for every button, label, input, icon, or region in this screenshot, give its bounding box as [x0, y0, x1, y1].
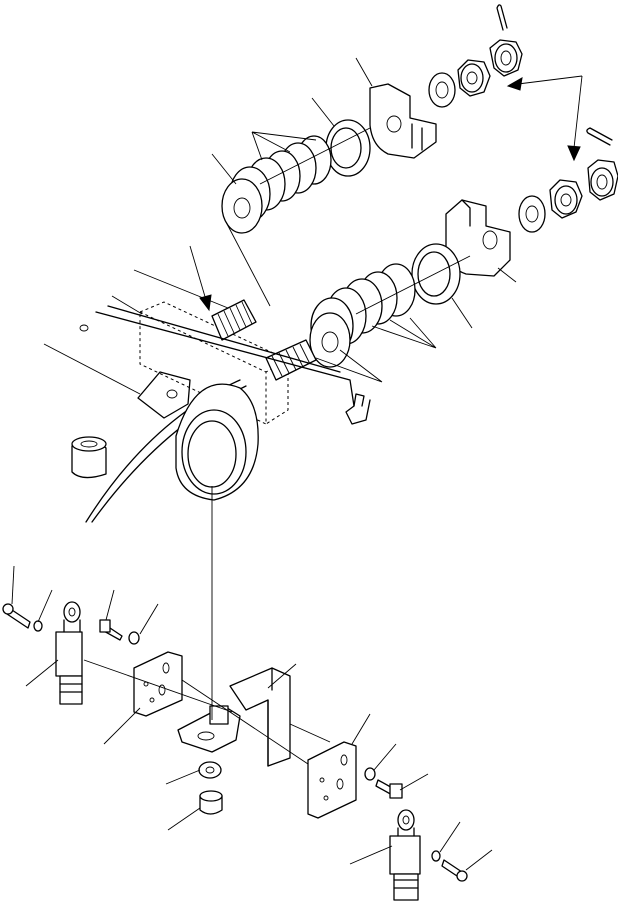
bracket-icon: [369, 83, 437, 159]
bottom-fasteners: [198, 761, 223, 815]
limit-switch-right: [307, 741, 468, 901]
leader-lines: [11, 57, 517, 871]
bushing-icon: [71, 436, 107, 479]
cotter-pin-icon: [586, 127, 613, 146]
washer-icon: [325, 119, 371, 177]
bracket-icon: [133, 651, 183, 717]
lower-spring-stack: [309, 127, 618, 368]
nut-icon: [587, 159, 618, 201]
bolt-icon: [375, 779, 403, 799]
washer-icon: [33, 620, 43, 632]
threaded-rod-icon: [211, 299, 257, 341]
spring-icon: [221, 135, 332, 234]
washer-icon: [411, 243, 461, 305]
washer-icon: [428, 72, 456, 108]
limit-switch-left: [2, 601, 183, 717]
bolt-icon: [99, 619, 123, 641]
bolt-icon: [441, 859, 468, 882]
nut-icon: [457, 59, 491, 97]
washer-icon: [198, 761, 222, 779]
washer-icon: [364, 767, 376, 781]
limit-switch-icon: [55, 601, 83, 705]
nut-icon: [489, 39, 523, 77]
upper-spring-stack: [221, 4, 523, 234]
washer-icon: [518, 195, 546, 233]
arrow-icon: [506, 75, 583, 162]
nut-icon: [199, 790, 223, 815]
bolt-icon: [2, 603, 31, 629]
washer-icon: [128, 631, 140, 645]
nut-icon: [549, 179, 583, 219]
spring-icon: [309, 263, 416, 368]
cotter-pin-icon: [496, 4, 508, 31]
washer-icon: [431, 850, 441, 862]
cam-disk-icon: [175, 383, 259, 501]
switch-mount-bracket: [177, 667, 291, 767]
main-body: [71, 299, 371, 523]
bracket-icon: [307, 741, 357, 819]
axis-lines: [83, 127, 471, 765]
arrow-icon: [189, 245, 212, 312]
limit-switch-icon: [389, 809, 421, 901]
